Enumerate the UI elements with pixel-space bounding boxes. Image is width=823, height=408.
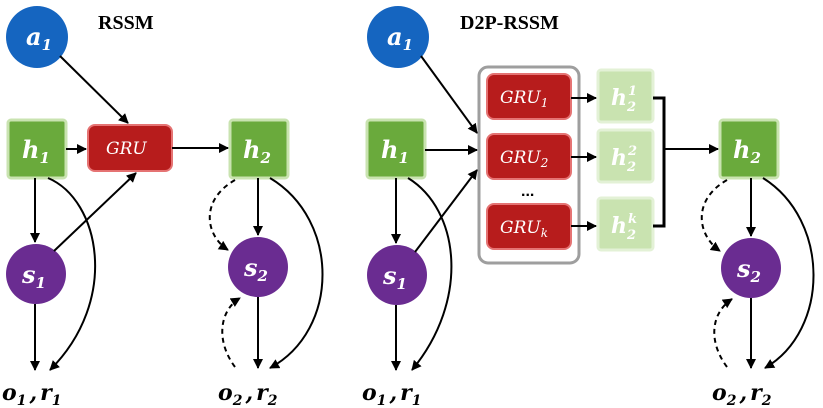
hidden-label: h2 — [733, 135, 761, 167]
output-label-o2-r2: o2,r2 — [218, 380, 278, 408]
edge-dashed-h2-s2 — [208, 179, 236, 251]
action-node-a1 — [367, 6, 429, 68]
state-node-s1 — [6, 244, 66, 304]
candidate-node-h2-2 — [596, 128, 655, 184]
edge-h1-o1 — [47, 177, 97, 371]
gru-label: GRU — [106, 139, 147, 159]
candidate-label: h2k — [611, 212, 637, 243]
edge-s1-gru — [53, 172, 137, 252]
d2p-rssm-panel: D2P-RSSM a1 h1 GRU1 GRU2 ... GRUk h21 h2… — [362, 6, 815, 408]
aggregation-bracket — [653, 96, 666, 228]
state-node-s1 — [367, 245, 427, 305]
hidden-label: h2 — [243, 135, 271, 167]
hidden-label: h1 — [381, 135, 409, 167]
rssm-panel: RSSM a1 h1 GRU h2 s1 s2 o1,r1 o2,r2 — [2, 6, 324, 408]
edge-a1-gru — [59, 55, 129, 124]
gru-label: GRUk — [500, 218, 548, 240]
output-label-o1-r1: o1,r1 — [2, 380, 61, 408]
edge-a1-grus — [420, 55, 478, 134]
edge-h2-o2 — [762, 177, 815, 369]
edge-dashed-h2-s2 — [700, 179, 728, 252]
edge-s1-grus — [414, 169, 478, 253]
candidate-node-h2-1 — [596, 68, 655, 124]
candidate-label: h21 — [611, 84, 637, 115]
state-label: s2 — [243, 253, 268, 285]
edge-dashed-o2-s2 — [221, 297, 241, 368]
action-node-a1 — [6, 6, 68, 68]
edge-h2-o2 — [269, 177, 324, 369]
candidate-node-h2-k — [596, 196, 655, 252]
hidden-node-h2 — [718, 118, 780, 180]
gru-node-1 — [486, 73, 572, 120]
state-node-s2 — [721, 238, 781, 298]
state-label: s1 — [21, 260, 46, 292]
state-label: s1 — [382, 261, 407, 293]
rssm-title: RSSM — [98, 12, 154, 34]
edge-h1-o1 — [407, 177, 453, 371]
action-label: a1 — [26, 22, 52, 54]
hidden-label: h1 — [22, 135, 50, 167]
state-label: s2 — [736, 254, 761, 286]
action-label: a1 — [387, 22, 413, 54]
state-node-s2 — [228, 237, 288, 297]
gru-label: GRU1 — [500, 88, 548, 110]
candidate-label: h22 — [611, 144, 637, 175]
output-label-o1-r1: o1,r1 — [362, 380, 421, 408]
edge-dashed-o2-s2 — [713, 298, 733, 368]
gru-label: GRU2 — [500, 148, 548, 170]
gru-ellipsis: ... — [521, 183, 534, 200]
d2p-rssm-title: D2P-RSSM — [460, 12, 559, 34]
output-label-o2-r2: o2,r2 — [712, 380, 772, 408]
